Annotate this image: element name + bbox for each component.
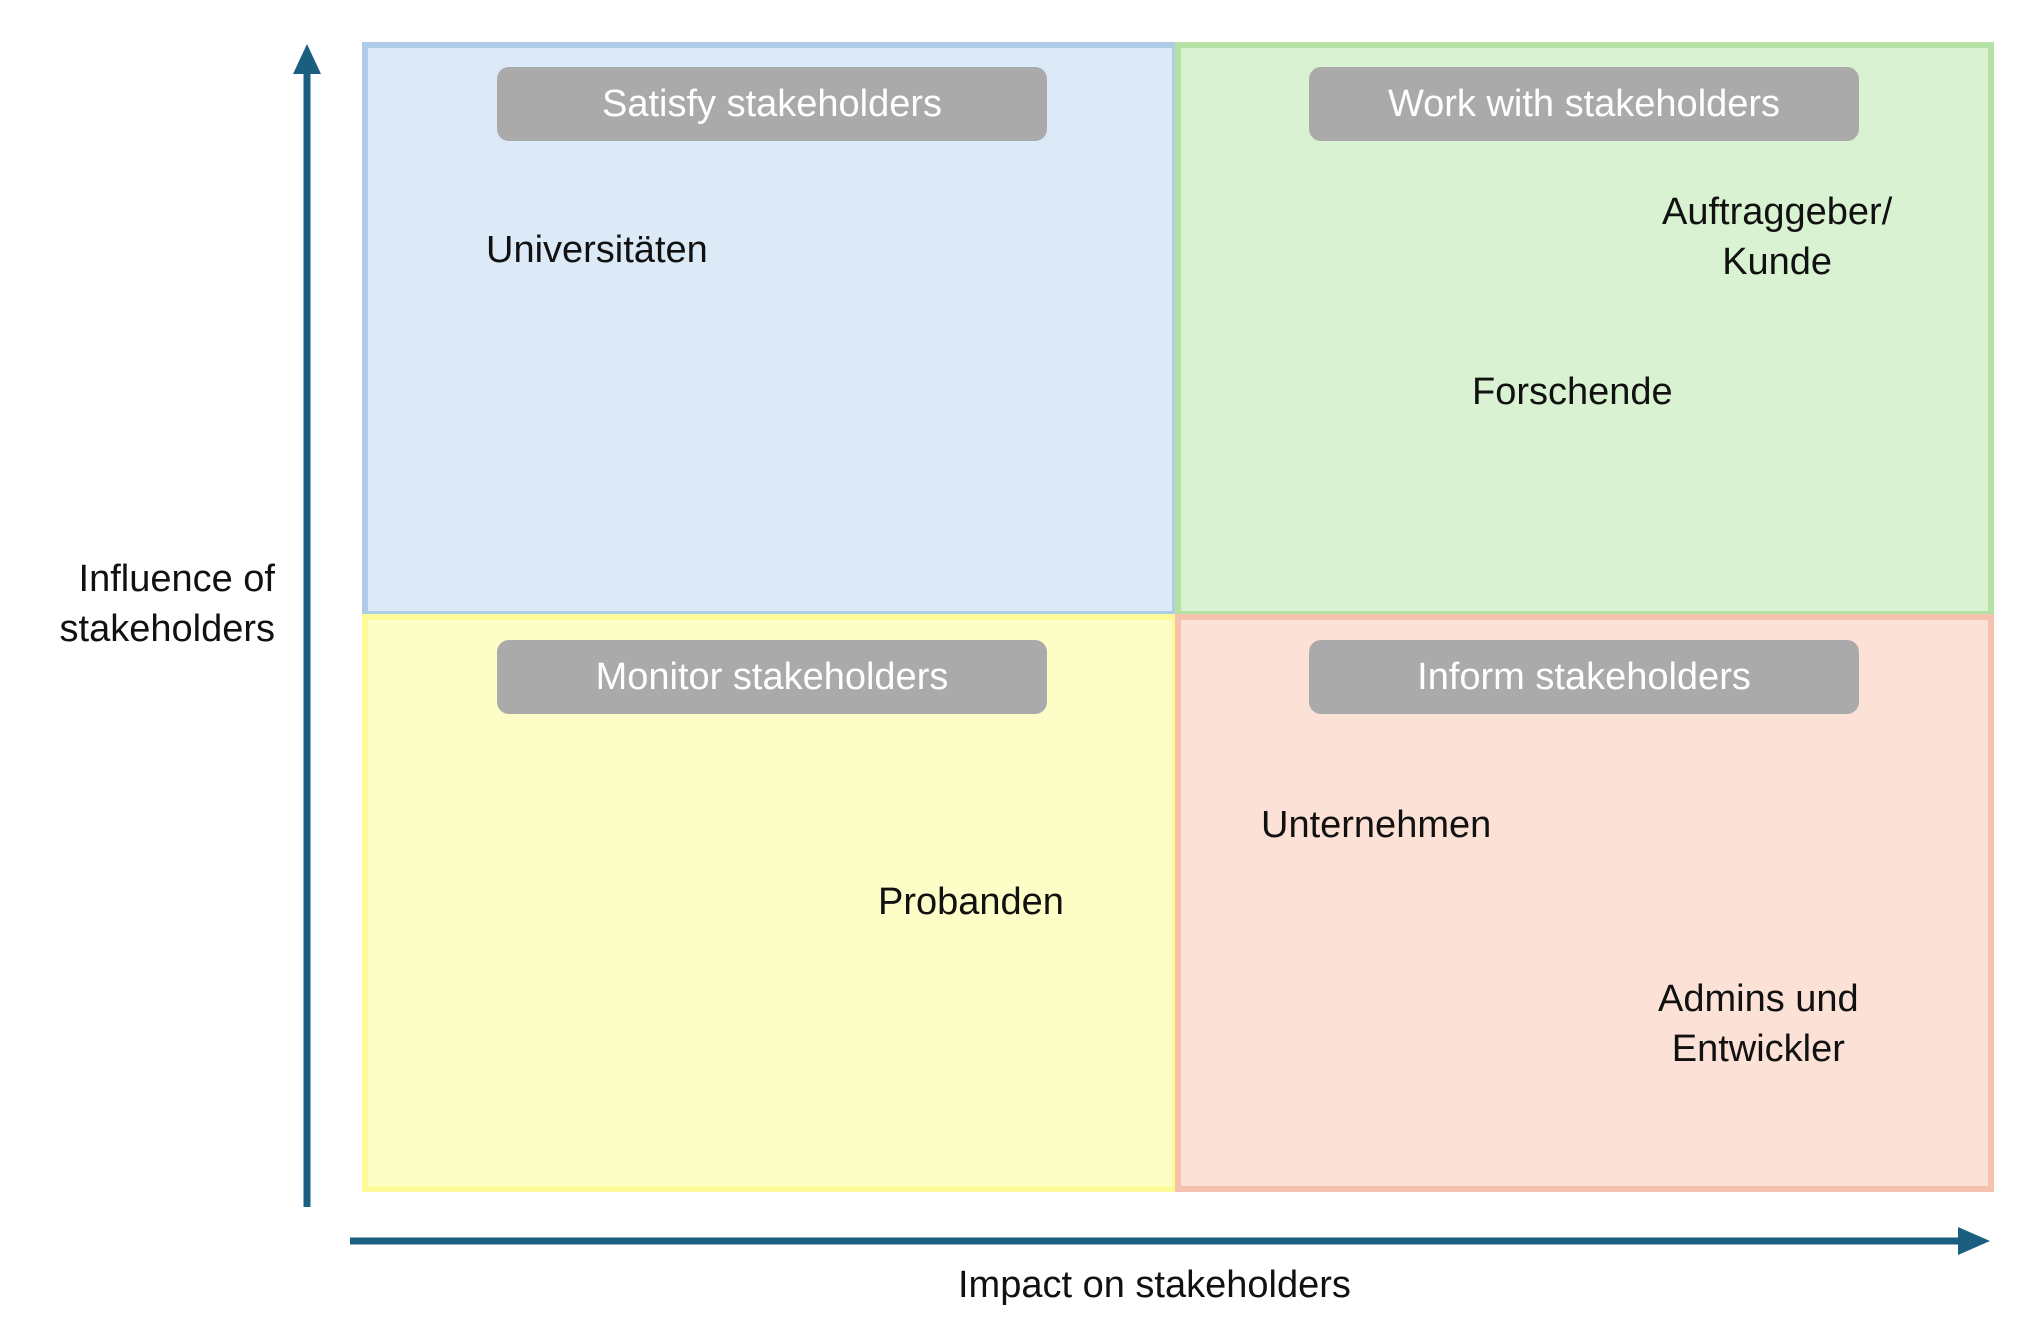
satisfy-stakeholders-label: Satisfy stakeholders [497, 67, 1047, 141]
y-axis-arrowhead [293, 44, 321, 74]
stakeholder-probanden: Probanden [878, 881, 1064, 923]
stakeholder-universitaeten: Universitäten [486, 229, 708, 271]
stakeholder-unternehmen: Unternehmen [1261, 804, 1492, 846]
x-axis-arrowhead [1958, 1227, 1990, 1255]
y-axis-label: Influence of stakeholders [59, 558, 275, 650]
work-with-stakeholders-label: Work with stakeholders [1309, 67, 1859, 141]
monitor-stakeholders-label: Monitor stakeholders [497, 640, 1047, 714]
inform-stakeholders-label: Inform stakeholders [1309, 640, 1859, 714]
stakeholder-auftraggeber-kunde: Auftraggeber/ Kunde [1662, 191, 1893, 283]
x-axis-label: Impact on stakeholders [958, 1264, 1351, 1306]
stakeholder-forschende: Forschende [1472, 371, 1673, 413]
stakeholder-admins-entwickler: Admins und Entwickler [1658, 978, 1859, 1070]
